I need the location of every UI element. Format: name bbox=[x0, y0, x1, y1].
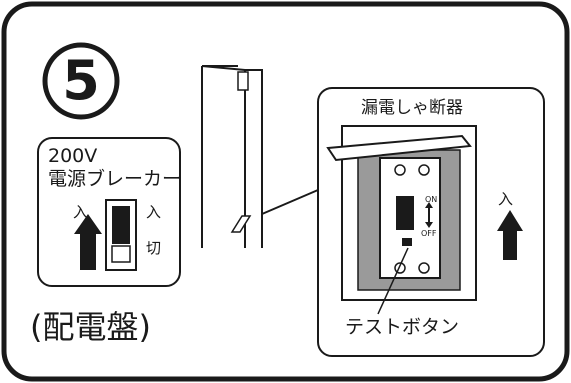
lid-flap bbox=[326, 134, 472, 162]
switch-off-label: OFF bbox=[421, 229, 437, 238]
door-slot bbox=[237, 71, 249, 91]
test-button-label: テストボタン bbox=[345, 316, 460, 338]
label-on-left: 入 bbox=[73, 203, 89, 221]
label-off: 切 bbox=[146, 239, 162, 257]
up-arrow-icon bbox=[497, 210, 523, 260]
breaker-switch-lever bbox=[112, 206, 130, 244]
breaker-switch-lower bbox=[111, 245, 131, 263]
step-number: 5 bbox=[62, 49, 100, 112]
up-down-arrow-icon bbox=[425, 202, 433, 228]
panel-title-voltage: 200V bbox=[48, 145, 98, 167]
test-button bbox=[402, 238, 412, 246]
leakage-switch-lever bbox=[396, 196, 414, 230]
label-on-breaker: 入 bbox=[498, 190, 514, 208]
label-on-right: 入 bbox=[146, 203, 162, 221]
distribution-board-caption: (配電盤) bbox=[30, 308, 151, 346]
cabinet-door bbox=[201, 65, 263, 248]
switch-on-label: ON bbox=[425, 195, 438, 204]
door-latch bbox=[230, 215, 252, 233]
test-button-leader bbox=[377, 247, 409, 315]
step-number-circle bbox=[42, 42, 120, 120]
door-hinge-line bbox=[261, 189, 319, 215]
panel-title-breaker: 電源ブレーカー bbox=[48, 168, 182, 190]
leakage-breaker-title: 漏電しゃ断器 bbox=[361, 98, 463, 118]
up-arrow-icon bbox=[74, 214, 102, 270]
